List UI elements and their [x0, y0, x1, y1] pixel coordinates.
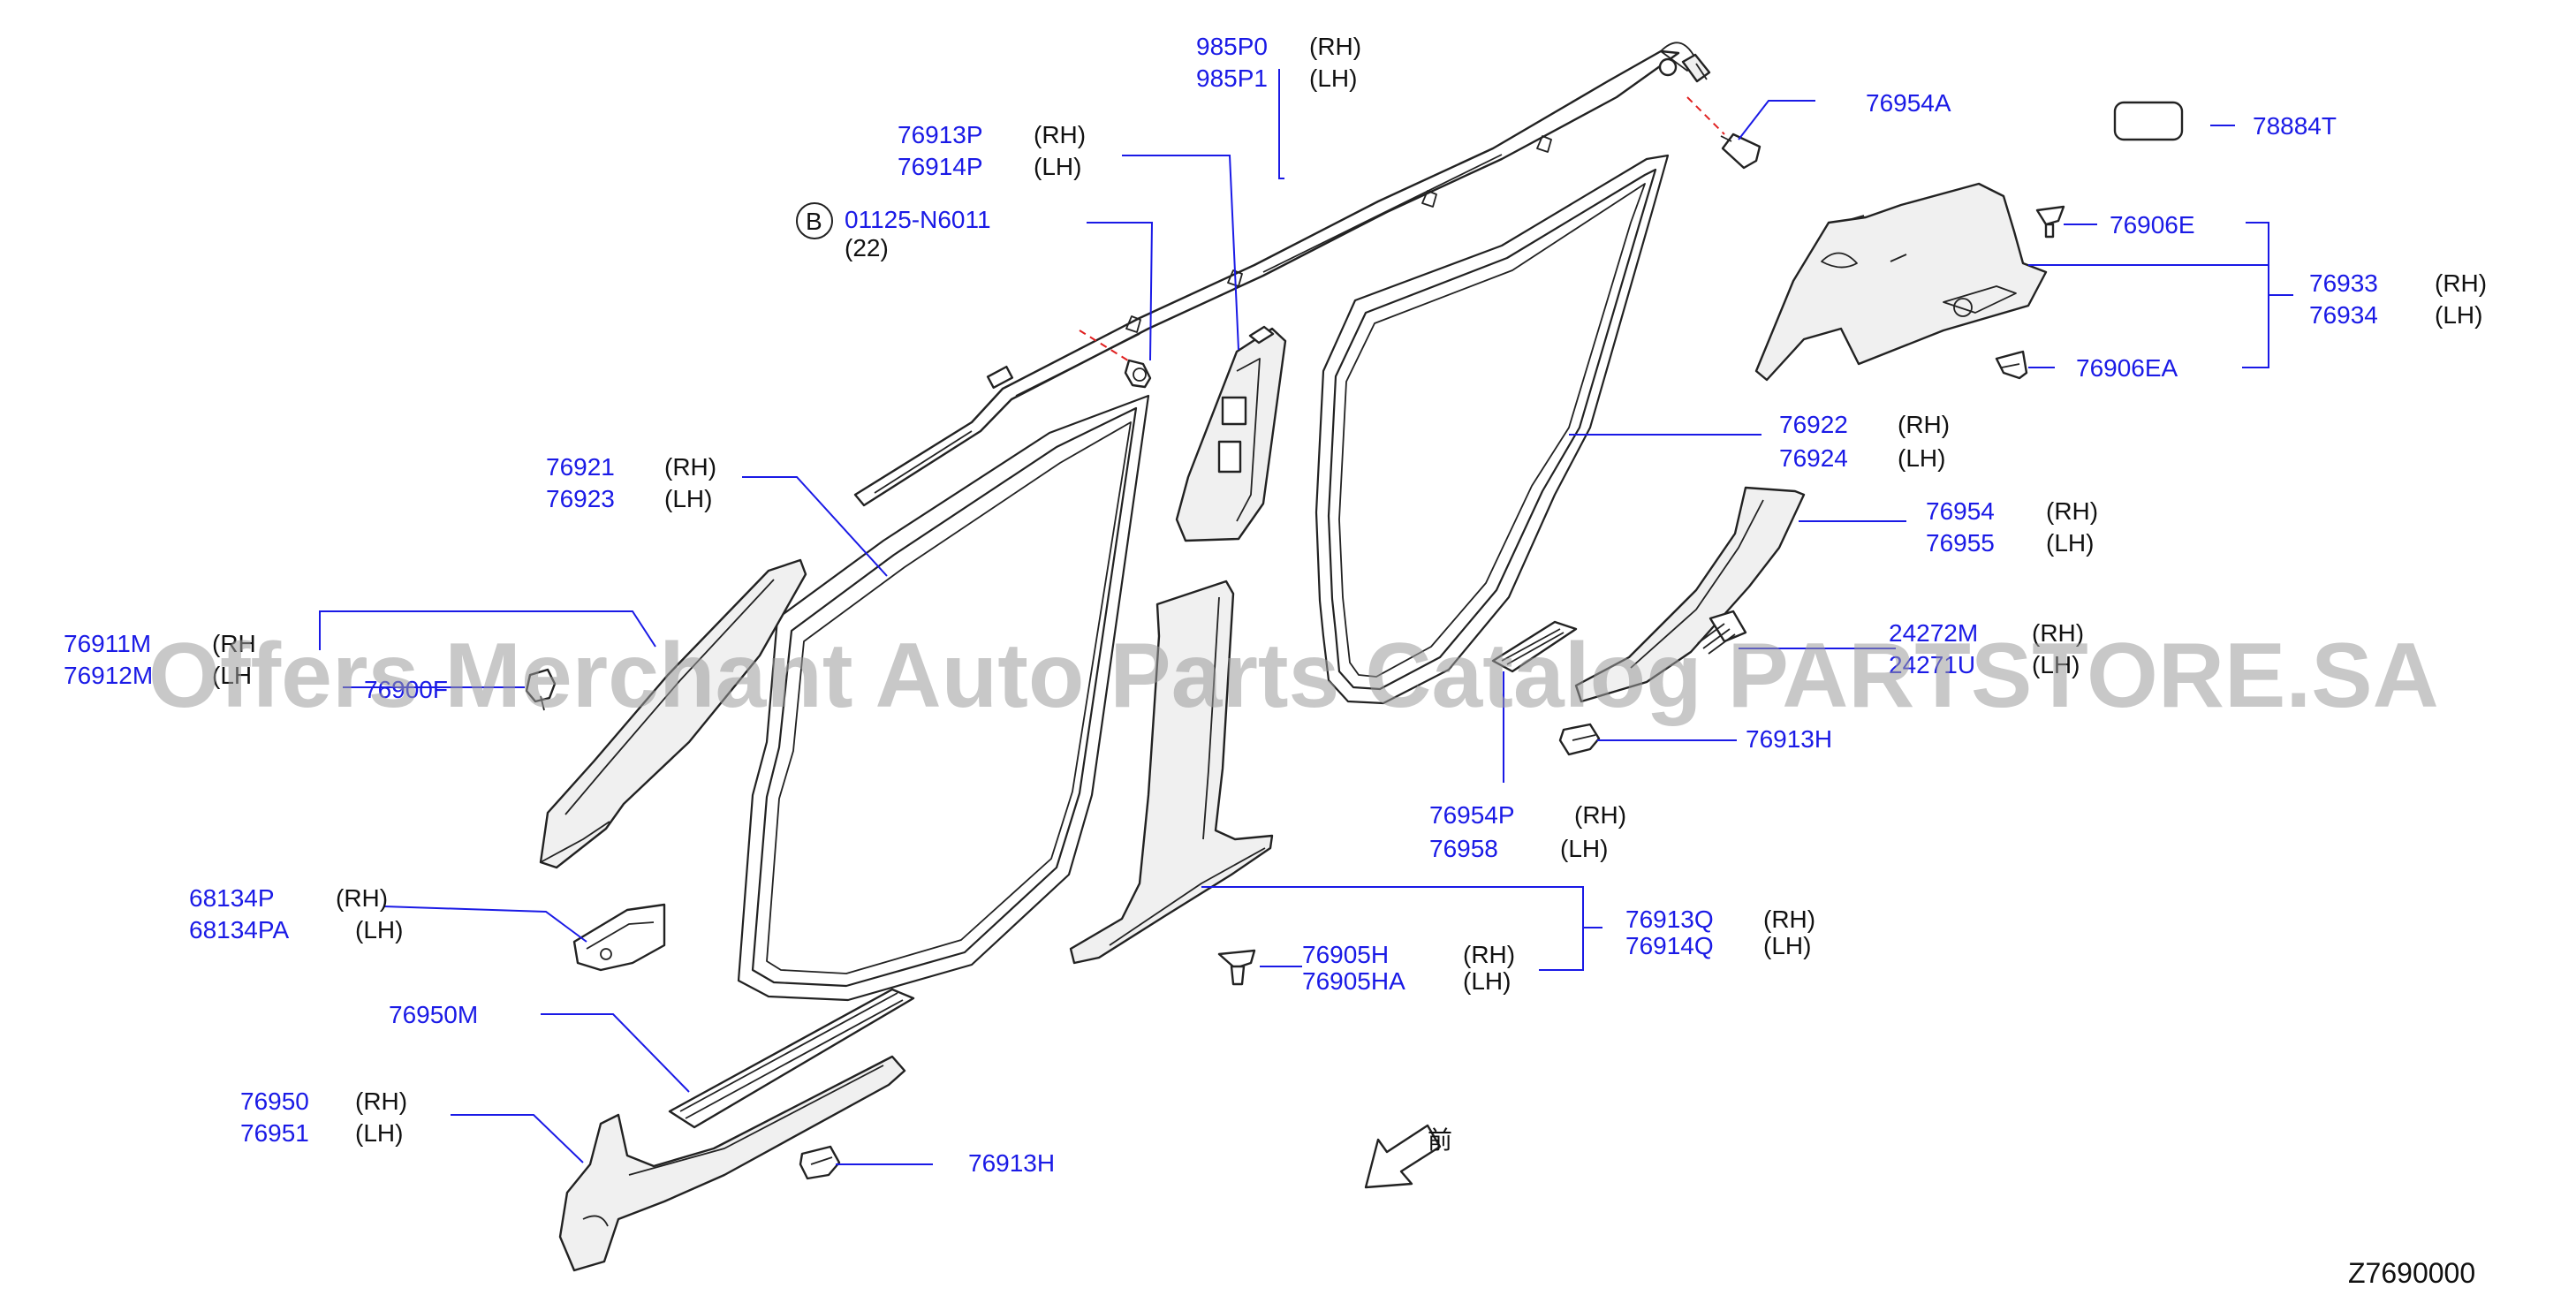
part-number-76914Q[interactable]: 76914Q — [1625, 932, 1714, 959]
side-lh-label: (LH) — [1898, 444, 1945, 472]
part-number-76913Q[interactable]: 76913Q — [1625, 906, 1714, 933]
part-number-76951[interactable]: 76951 — [240, 1119, 309, 1147]
quantity-label: (22) — [845, 234, 889, 261]
side-rh-label: (RH) — [355, 1087, 407, 1115]
part-number-76906EA[interactable]: 76906EA — [2076, 354, 2178, 382]
side-lh-label: (LH) — [355, 1119, 403, 1147]
rear-kicking-plate-drawing — [1574, 486, 1806, 703]
side-rh-label: (RH) — [336, 884, 388, 912]
part-number-985P0[interactable]: 985P0 — [1196, 33, 1268, 60]
part-number-76906E[interactable]: 76906E — [2110, 211, 2195, 239]
side-rh-label: (RH) — [664, 453, 716, 481]
part-number-76923[interactable]: 76923 — [546, 485, 615, 512]
part-number-76954[interactable]: 76954 — [1926, 497, 1995, 525]
clip-76913H-upper-drawing — [1558, 723, 1601, 756]
part-number-76950[interactable]: 76950 — [240, 1087, 309, 1115]
front-door-weatherstrip-drawing — [737, 394, 1150, 1002]
clip-76913H-lower-drawing — [799, 1145, 841, 1180]
side-rh-label: (RH — [212, 630, 256, 657]
side-lh-label: (LH) — [1034, 153, 1081, 180]
clip-76900F-drawing — [525, 668, 557, 711]
side-lh-label: (LH — [212, 662, 252, 689]
clip-76954A-drawing — [1079, 53, 1762, 363]
part-number-76924[interactable]: 76924 — [1779, 444, 1848, 472]
part-number-76934[interactable]: 76934 — [2309, 301, 2378, 329]
side-rh-label: (RH) — [2435, 269, 2487, 297]
front-pillar-garnish-drawing — [539, 558, 807, 869]
part-number-78884T[interactable]: 78884T — [2253, 112, 2337, 140]
b-pillar-lower-garnish-drawing — [1069, 580, 1274, 965]
side-lh-label: (LH) — [2435, 301, 2482, 329]
side-lh-label: (LH) — [1560, 835, 1608, 862]
bracket-68134P-drawing — [572, 903, 666, 972]
side-rh-label: (RH) — [1463, 941, 1515, 968]
part-number-76958[interactable]: 76958 — [1429, 835, 1498, 862]
side-lh-label: (LH) — [2046, 529, 2094, 557]
rear-quarter-trim-drawing — [1754, 182, 2048, 382]
harness-24272M-drawing — [1697, 610, 1747, 655]
bolt-drawing — [1124, 359, 1152, 389]
side-rh-label: (RH) — [1898, 411, 1950, 438]
part-number-76954A[interactable]: 76954A — [1866, 89, 1951, 117]
part-number-24272M[interactable]: 24272M — [1889, 619, 1978, 647]
part-number-01125-N6011[interactable]: 01125-N6011 — [845, 206, 991, 233]
side-rh-label: (RH) — [1763, 906, 1815, 933]
grommet-78884T-drawing — [2113, 101, 2184, 141]
side-lh-label: (LH) — [2032, 651, 2080, 678]
front-kicking-plate-drawing — [558, 1055, 906, 1272]
part-number-76954P[interactable]: 76954P — [1429, 801, 1515, 829]
clip-76906EA-drawing — [1995, 350, 2028, 380]
front-mark-label: 前 — [1428, 1126, 1452, 1154]
part-number-76933[interactable]: 76933 — [2309, 269, 2378, 297]
part-number-76955[interactable]: 76955 — [1926, 529, 1995, 557]
rear-step-sill-drawing — [1491, 620, 1578, 673]
part-number-76913H[interactable]: 76913H — [1746, 725, 1832, 753]
side-rh-label: (RH) — [1309, 33, 1361, 60]
part-number-76905HA[interactable]: 76905HA — [1302, 967, 1405, 995]
side-lh-label: (LH) — [1463, 967, 1511, 995]
part-number-76921[interactable]: 76921 — [546, 453, 615, 481]
side-lh-label: (LH) — [1309, 64, 1357, 92]
side-rh-label: (RH) — [1034, 121, 1086, 148]
part-number-68134PA[interactable]: 68134PA — [189, 916, 289, 943]
side-rh-label: (RH) — [2046, 497, 2098, 525]
clip-76906E-drawing — [2035, 205, 2065, 239]
callout-circle — [796, 202, 833, 239]
part-number-24271U[interactable]: 24271U — [1889, 651, 1975, 678]
side-lh-label: (LH) — [355, 916, 403, 943]
side-lh-label: (LH) — [664, 485, 712, 512]
diagram-code: Z7690000 — [2348, 1257, 2475, 1289]
part-number-76905H[interactable]: 76905H — [1302, 941, 1389, 968]
part-number-985P1[interactable]: 985P1 — [1196, 64, 1268, 92]
rear-door-weatherstrip-drawing — [1315, 154, 1670, 705]
part-number-76913H[interactable]: 76913H — [968, 1149, 1055, 1177]
part-number-76913P[interactable]: 76913P — [898, 121, 983, 148]
side-rh-label: (RH) — [2032, 619, 2084, 647]
callout-letter: B — [806, 208, 822, 235]
part-number-76950M[interactable]: 76950M — [389, 1001, 478, 1028]
leader-lines — [319, 69, 2293, 1165]
clip-76905H-drawing — [1217, 949, 1256, 986]
part-number-76912M[interactable]: 76912M — [64, 662, 153, 689]
part-number-76911M[interactable]: 76911M — [64, 630, 151, 657]
side-rh-label: (RH) — [1574, 801, 1626, 829]
curtain-airbag-drawing — [853, 42, 1695, 507]
part-number-76900F[interactable]: 76900F — [364, 676, 448, 703]
side-lh-label: (LH) — [1763, 932, 1811, 959]
front-scuff-plate-drawing — [668, 988, 915, 1129]
part-number-68134P[interactable]: 68134P — [189, 884, 275, 912]
part-number-76914P[interactable]: 76914P — [898, 153, 983, 180]
front-direction-arrow-icon — [1364, 1124, 1442, 1189]
part-number-76922[interactable]: 76922 — [1779, 411, 1848, 438]
b-pillar-upper-garnish-drawing — [1175, 325, 1287, 542]
watermark-text: Offers Merchant Auto Parts Catalog PARTS… — [148, 625, 2439, 727]
